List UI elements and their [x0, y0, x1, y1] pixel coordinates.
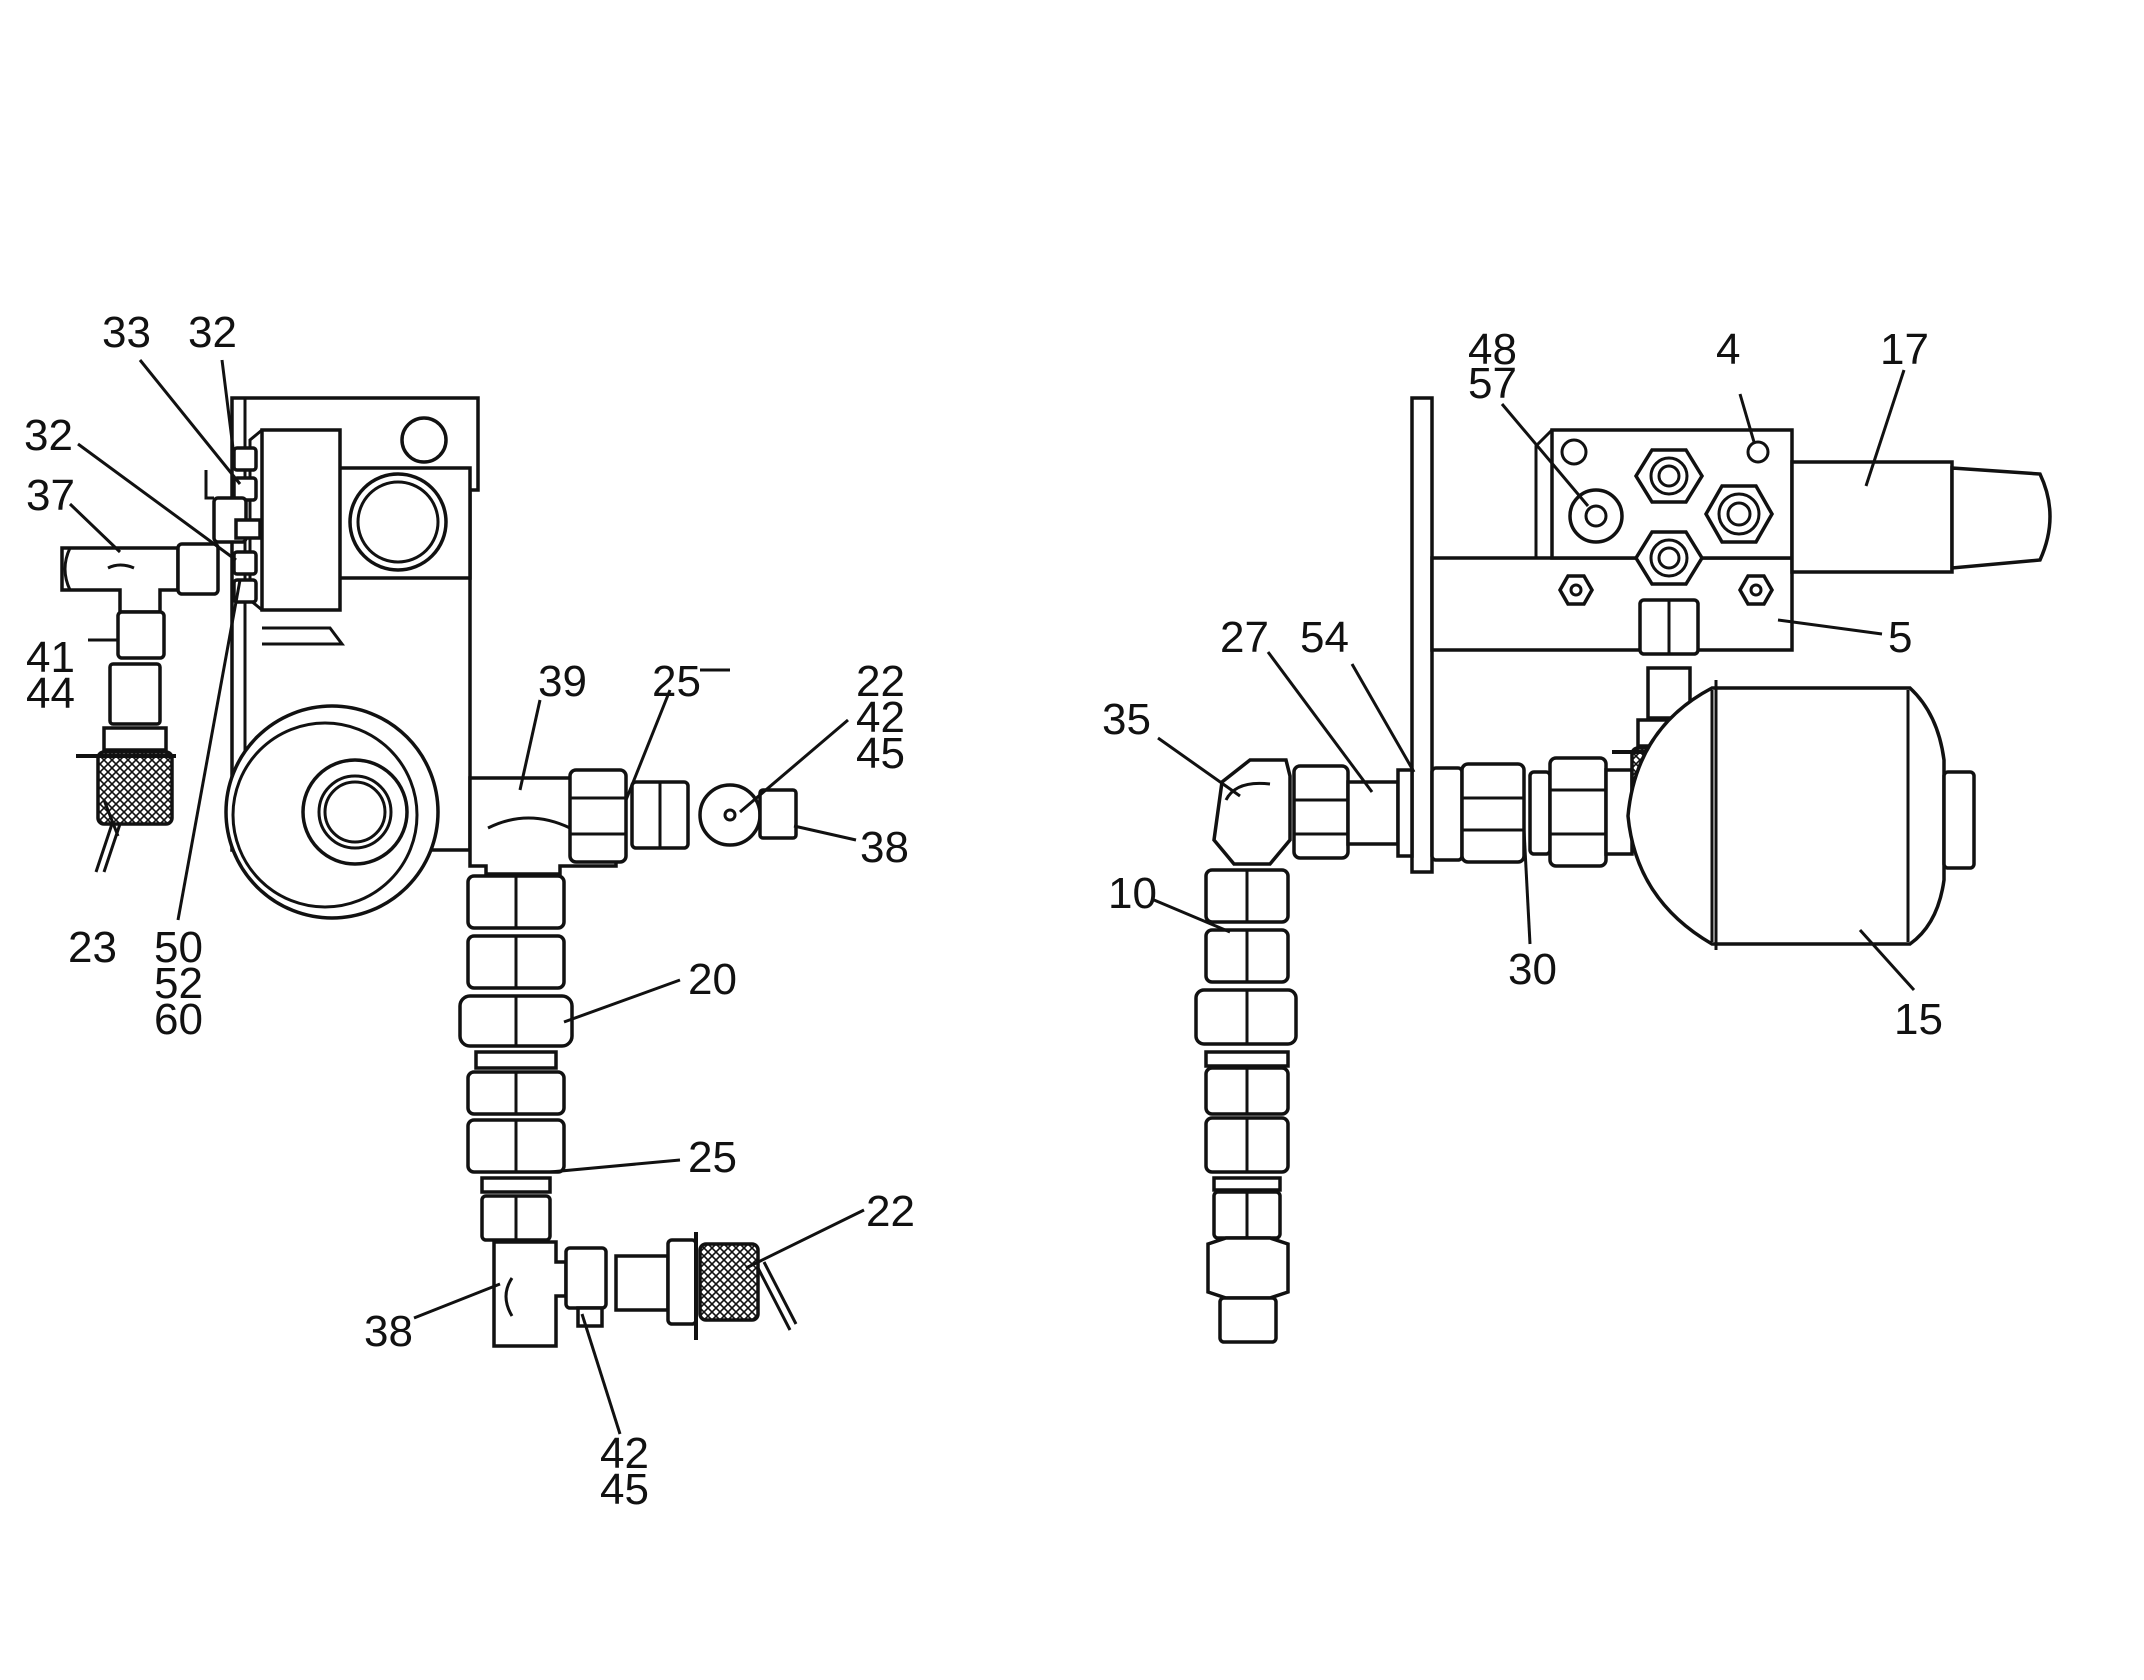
callout-label: 10	[1108, 869, 1157, 918]
callout-label: 35	[1102, 695, 1151, 744]
callout-label: 54	[1300, 613, 1349, 662]
port-fitting	[1703, 484, 1775, 544]
callout-label: 38	[860, 823, 909, 872]
callout-label: 57	[1468, 359, 1517, 408]
callout-label: 32	[24, 411, 73, 460]
callout-label: 45	[856, 729, 905, 778]
callout-label: 30	[1508, 945, 1557, 994]
tee-fitting-38	[492, 1232, 798, 1348]
callout-label: 48	[1468, 325, 1517, 374]
callout-label: 23	[68, 923, 117, 972]
callout-label: 22	[856, 657, 905, 706]
callout-label: 39	[538, 657, 587, 706]
callout-label: 45	[600, 1465, 649, 1514]
port-fitting	[1633, 530, 1705, 586]
side-fittings	[204, 446, 262, 604]
callout-label: 17	[1880, 325, 1929, 374]
callout-label: 52	[154, 959, 203, 1008]
solenoid	[1790, 460, 2052, 574]
accumulator	[1626, 680, 1976, 950]
callout-label: 50	[154, 923, 203, 972]
callout-label: 42	[856, 693, 905, 742]
vertical-fitting-stack-right	[1194, 868, 1298, 1344]
callout-labels-left: 33 32 32 37 41 44 23 50 52 60 39 25 22 4…	[24, 308, 915, 1514]
valve-block	[1534, 428, 1794, 606]
callout-label: 44	[26, 669, 75, 718]
left-leader-lines	[68, 359, 865, 1435]
callout-label: 60	[154, 995, 203, 1044]
tee-fitting-37	[60, 542, 220, 873]
callout-label: 42	[600, 1429, 649, 1478]
callout-label: 33	[102, 308, 151, 357]
port-fitting	[1633, 448, 1705, 504]
callout-label: 4	[1716, 325, 1740, 374]
callout-label: 41	[26, 633, 75, 682]
callout-label: 38	[364, 1307, 413, 1356]
callout-label: 22	[866, 1187, 915, 1236]
callout-labels-right: 48 57 4 17 27 54 5 35 10 30 15	[1102, 325, 1943, 1044]
callout-label: 5	[1888, 613, 1912, 662]
right-assembly	[1153, 369, 2052, 1344]
horizontal-fitting-run	[1212, 756, 1634, 868]
vertical-fitting-stack	[458, 768, 798, 1242]
left-assembly	[60, 359, 865, 1435]
callout-label: 37	[26, 471, 75, 520]
callout-label: 25	[688, 1133, 737, 1182]
callout-label: 32	[188, 308, 237, 357]
pump-motor	[224, 704, 440, 920]
callout-label: 15	[1894, 995, 1943, 1044]
callout-label: 25	[652, 657, 701, 706]
callout-label: 27	[1220, 613, 1269, 662]
right-leader-lines	[1153, 369, 1916, 992]
callout-label: 20	[688, 955, 737, 1004]
